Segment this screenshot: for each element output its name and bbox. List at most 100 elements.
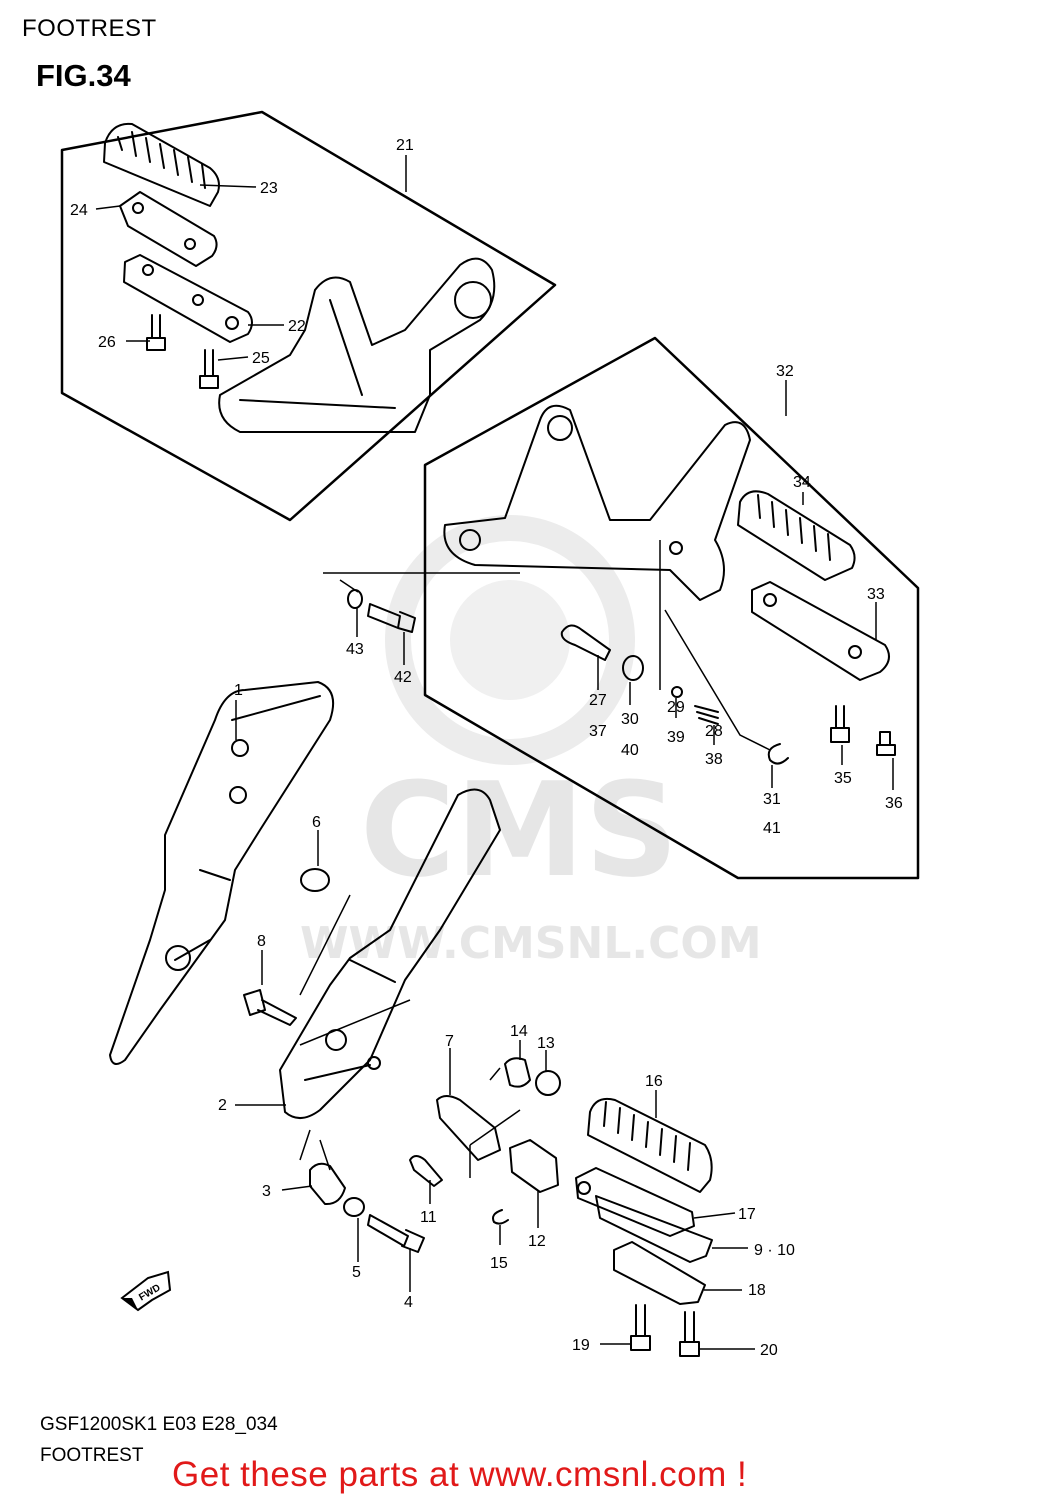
heel-guard-hole-icon: [165, 945, 191, 971]
callout-11: 11: [420, 1209, 437, 1226]
callout-18: 18: [748, 1282, 766, 1299]
callout-2: 2: [218, 1097, 227, 1114]
callout-27: 27: [589, 692, 607, 709]
callout-19: 19: [572, 1337, 590, 1354]
bolt-19: [630, 1304, 651, 1351]
watermark-brand: CMS: [360, 754, 678, 906]
plate-hole-icon: [192, 294, 204, 306]
callout-25: 25: [252, 350, 270, 367]
part-rubber-23: [103, 122, 220, 207]
pin-11: [409, 1155, 443, 1187]
ball-29: [671, 686, 683, 698]
callout-24: 24: [70, 202, 88, 219]
callout-36: 36: [885, 795, 903, 812]
washer-30: [622, 655, 644, 681]
callout-30: 30: [621, 711, 639, 728]
plate-hole-icon: [848, 645, 862, 659]
bolt-26: [146, 314, 166, 351]
cta-link[interactable]: Get these parts at www.cmsnl.com !: [172, 1455, 748, 1494]
bolt-42: [367, 603, 416, 633]
callout-38: 38: [705, 751, 723, 768]
washer-43: [347, 589, 363, 609]
bracket-hole-icon: [132, 202, 144, 214]
part-bracket-18: [613, 1241, 706, 1305]
bolt-20: [679, 1311, 700, 1357]
callout-6: 6: [312, 814, 321, 831]
watermark-url: WWW.CMSNL.COM: [300, 918, 762, 969]
plate-hole-icon: [225, 316, 239, 330]
callout-34: 34: [793, 474, 811, 491]
fwd-arrow-icon: FWD: [120, 1270, 172, 1312]
bolt-4: [367, 1214, 425, 1253]
part-plate-22: [123, 254, 253, 343]
bolt-35: [830, 705, 850, 743]
diagram-subtitle: FOOTREST: [40, 1445, 144, 1466]
callout-13: 13: [537, 1035, 555, 1052]
washer-5: [343, 1197, 365, 1217]
clip-31: [767, 743, 789, 765]
spring-28: [694, 705, 719, 725]
callout-1: 1: [234, 682, 243, 699]
part-front-bracket-32: [443, 404, 751, 601]
page-header-title: FOOTREST: [22, 15, 157, 42]
figure-label: FIG.34: [36, 58, 131, 93]
callout-37: 37: [589, 723, 607, 740]
group-box-32: [423, 336, 920, 880]
footpeg-hole-icon: [577, 1181, 591, 1195]
part-plate-33: [751, 581, 890, 681]
callout-15: 15: [490, 1255, 508, 1272]
bracket-hole-icon: [367, 1056, 381, 1070]
part-footpeg-9-10: [595, 1195, 713, 1263]
clip-15: [492, 1209, 509, 1225]
part-rubber-16: [587, 1097, 713, 1193]
callout-42: 42: [394, 669, 412, 686]
callout-8: 8: [257, 933, 266, 950]
pivot-7: [436, 1095, 501, 1161]
callout-31: 31: [763, 791, 781, 808]
spring-13: [535, 1070, 561, 1096]
ball-14: [504, 1057, 531, 1088]
part-heel-guard-1: [109, 681, 334, 1065]
part-bracket-24: [119, 191, 218, 267]
callout-labels: 1 2 3 4 5 6 7 8 9 · 10 11 12 13 14 15 16…: [70, 137, 903, 1359]
callout-7: 7: [445, 1033, 454, 1050]
bolt-25: [199, 349, 219, 389]
callout-39: 39: [667, 729, 685, 746]
washer-6: [300, 868, 330, 892]
callout-16: 16: [645, 1073, 663, 1090]
clip-12: [509, 1139, 559, 1193]
part-main-bracket-2: [279, 788, 501, 1119]
bracket-hole-icon: [454, 281, 492, 319]
bracket-hole-icon: [547, 415, 573, 441]
callout-12: 12: [528, 1233, 546, 1250]
callout-32: 32: [776, 363, 794, 380]
callout-20: 20: [760, 1342, 778, 1359]
bracket-hole-icon: [459, 529, 481, 551]
heel-guard-hole-icon: [231, 739, 249, 757]
callout-17: 17: [738, 1206, 756, 1223]
bolt-36: [876, 731, 896, 756]
callout-21: 21: [396, 137, 414, 154]
group-box-21: [60, 110, 557, 522]
leader-lines: [95, 155, 894, 1350]
callout-14: 14: [510, 1023, 528, 1040]
bracket-hole-icon: [184, 238, 196, 250]
callout-28: 28: [705, 723, 723, 740]
diagram-code: GSF1200SK1 E03 E28_034: [40, 1414, 278, 1435]
plate-hole-icon: [142, 264, 154, 276]
callout-3: 3: [262, 1183, 271, 1200]
callout-9-10: 9 · 10: [754, 1242, 795, 1259]
plate-hole-icon: [763, 593, 777, 607]
bracket-hole-icon: [669, 541, 683, 555]
bolt-27: [560, 624, 611, 661]
callout-26: 26: [98, 334, 116, 351]
callout-5: 5: [352, 1264, 361, 1281]
callout-41: 41: [763, 820, 781, 837]
part-rear-bracket-21: [218, 257, 496, 433]
heel-guard-hole-icon: [229, 786, 247, 804]
part-rubber-34: [737, 490, 856, 581]
callout-35: 35: [834, 770, 852, 787]
callout-33: 33: [867, 586, 885, 603]
watermark: CMS WWW.CMSNL.COM: [300, 515, 762, 969]
